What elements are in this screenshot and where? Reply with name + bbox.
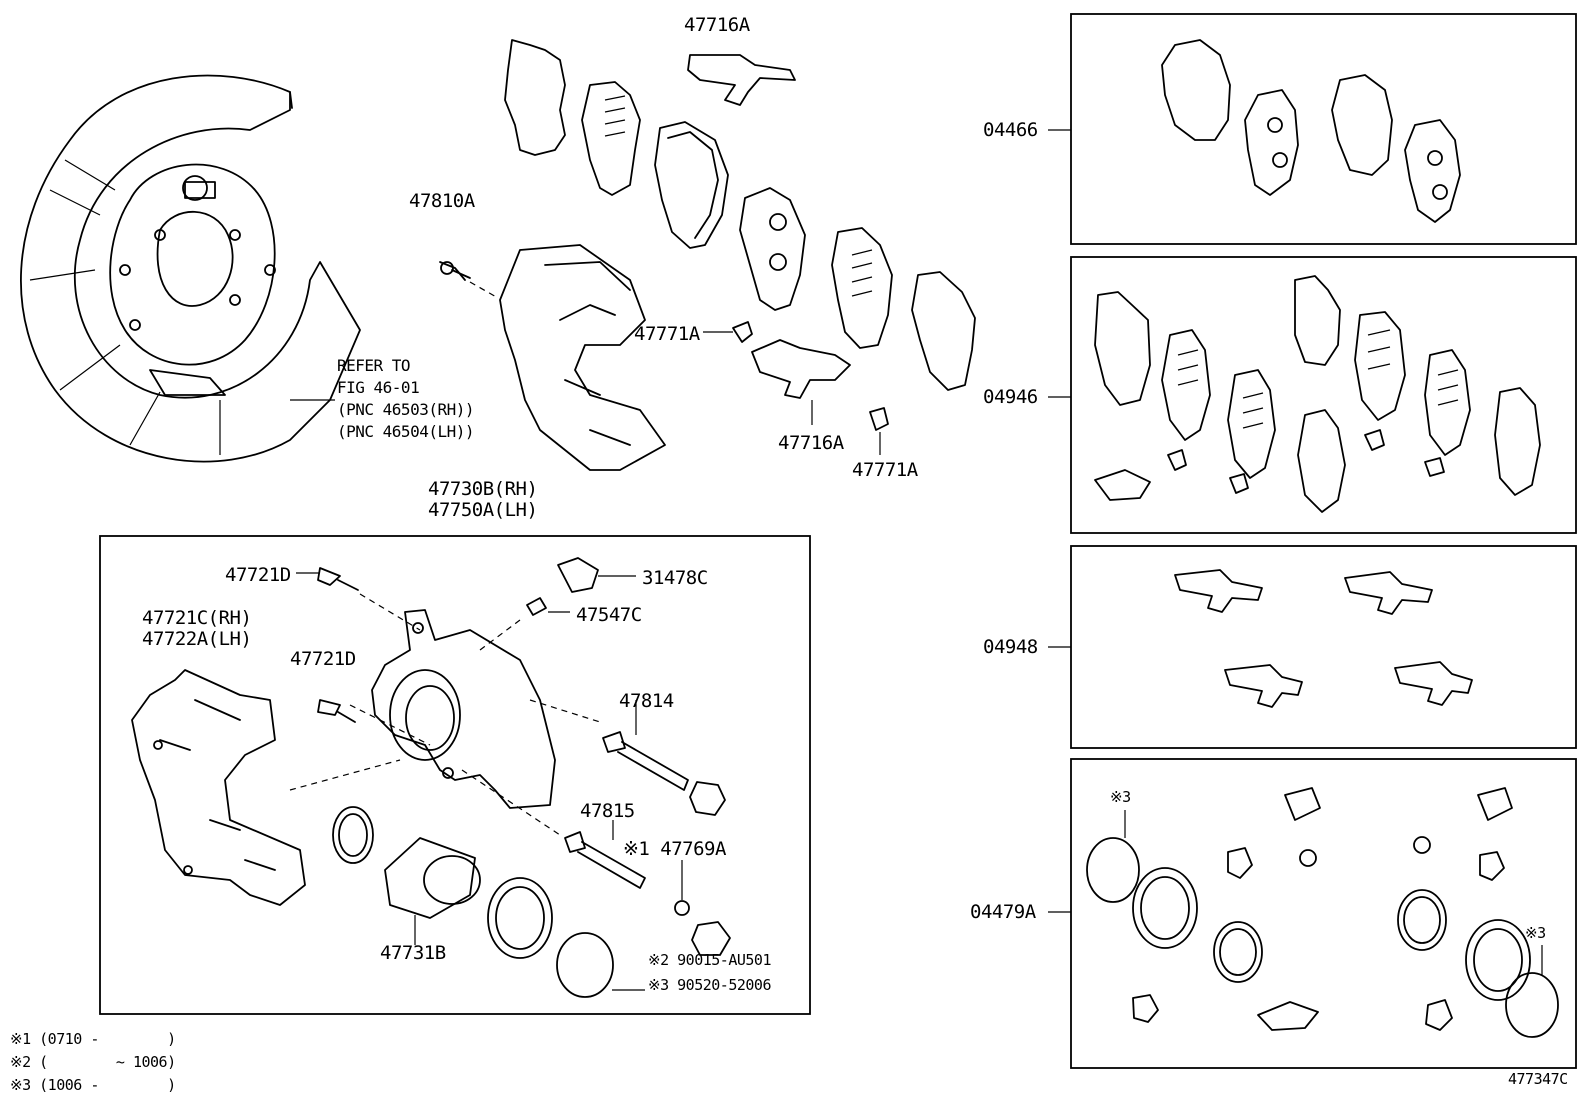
label-90015: ※2 90015-AU501 [648, 951, 771, 969]
label-47716A-mid: 47716A [778, 432, 844, 454]
kit-box-04946 [1070, 256, 1577, 534]
label-47721D-mid: 47721D [290, 648, 356, 670]
label-47814: 47814 [619, 690, 674, 712]
note-3-kit-right: ※3 [1525, 924, 1546, 942]
refer-text-line3: (PNC 46503(RH)) [337, 400, 475, 419]
caliper-assembly-box [99, 535, 811, 1015]
label-47721C: 47721C(RH) [142, 607, 252, 629]
label-kit-04946: 04946 [983, 386, 1038, 408]
figure-id: 477347C [1508, 1070, 1568, 1088]
footnote-2: ※2 ( ~ 1006) [10, 1053, 176, 1071]
label-47771A-right: 47771A [852, 459, 918, 481]
kit-box-04466 [1070, 13, 1577, 245]
label-90520: ※3 90520-52006 [648, 976, 771, 994]
kit-box-04479A [1070, 758, 1577, 1069]
note-3-kit-left: ※3 [1110, 788, 1131, 806]
kit-04466-drawing [1161, 39, 1461, 223]
refer-text-line1: REFER TO [337, 356, 411, 375]
kit-box-04948 [1070, 545, 1577, 749]
label-47730B: 47730B(RH) [428, 478, 538, 500]
label-47721D-top: 47721D [225, 564, 291, 586]
refer-text-line4: (PNC 46504(LH)) [337, 422, 475, 441]
kit-04946-drawing [1094, 275, 1541, 513]
kit-04948-drawing [1174, 569, 1473, 708]
footnote-1: ※1 (0710 - ) [10, 1030, 176, 1048]
label-47716A-top: 47716A [684, 14, 750, 36]
label-47815: 47815 [580, 800, 635, 822]
label-47750A: 47750A(LH) [428, 499, 538, 521]
label-47769A: ※1 47769A [623, 838, 726, 860]
label-47547C: 47547C [576, 604, 642, 626]
caliper-mount-drawing [439, 244, 666, 471]
label-31478C: 31478C [642, 567, 708, 589]
refer-text-line2: FIG 46-01 [337, 378, 420, 397]
label-47771A-left: 47771A [634, 323, 700, 345]
label-kit-04479A: 04479A [970, 901, 1036, 923]
label-47810A: 47810A [409, 190, 475, 212]
label-kit-04466: 04466 [983, 119, 1038, 141]
footnote-3: ※3 (1006 - ) [10, 1076, 176, 1094]
caliper-assembly-drawing [131, 557, 731, 998]
label-kit-04948: 04948 [983, 636, 1038, 658]
backing-plate-drawing [20, 74, 361, 463]
label-47722A: 47722A(LH) [142, 628, 252, 650]
label-47731B: 47731B [380, 942, 446, 964]
top-brake-pads-drawing [504, 39, 976, 455]
kit-04479A-drawing [1086, 787, 1559, 1038]
